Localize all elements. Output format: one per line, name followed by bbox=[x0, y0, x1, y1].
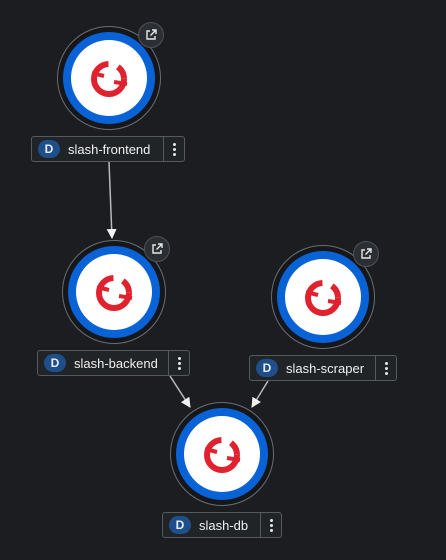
node-center bbox=[76, 254, 152, 330]
node-label-frontend[interactable]: D slash-frontend bbox=[31, 136, 185, 162]
node-label-backend[interactable]: D slash-backend bbox=[37, 350, 190, 376]
external-link-icon[interactable] bbox=[138, 22, 164, 48]
openshift-logo-icon bbox=[305, 280, 342, 316]
deployment-badge: D bbox=[169, 516, 191, 534]
edge-backend-db[interactable] bbox=[169, 375, 191, 408]
node-label-scraper[interactable]: D slash-scraper bbox=[249, 355, 397, 381]
edge-frontend-backend[interactable] bbox=[106, 161, 117, 239]
node-center bbox=[71, 40, 147, 116]
kebab-menu-icon[interactable] bbox=[163, 137, 184, 161]
node-name: slash-backend bbox=[74, 355, 158, 371]
deployment-badge: D bbox=[44, 354, 66, 372]
openshift-logo-icon bbox=[91, 61, 128, 97]
external-link-icon[interactable] bbox=[353, 241, 379, 267]
kebab-menu-icon[interactable] bbox=[260, 513, 281, 537]
node-center bbox=[184, 416, 260, 492]
kebab-menu-icon[interactable] bbox=[168, 351, 189, 375]
node-name: slash-scraper bbox=[286, 360, 365, 376]
edge-scraper-db[interactable] bbox=[251, 380, 269, 408]
kebab-menu-icon[interactable] bbox=[375, 356, 396, 380]
openshift-logo-icon bbox=[96, 275, 133, 311]
external-link-icon[interactable] bbox=[144, 236, 170, 262]
node-center bbox=[285, 259, 361, 335]
node-label-db[interactable]: D slash-db bbox=[162, 512, 282, 538]
openshift-logo-icon bbox=[204, 437, 241, 473]
deployment-badge: D bbox=[38, 140, 60, 158]
deployment-badge: D bbox=[256, 359, 278, 377]
node-name: slash-frontend bbox=[68, 141, 151, 157]
node-name: slash-db bbox=[199, 517, 249, 533]
